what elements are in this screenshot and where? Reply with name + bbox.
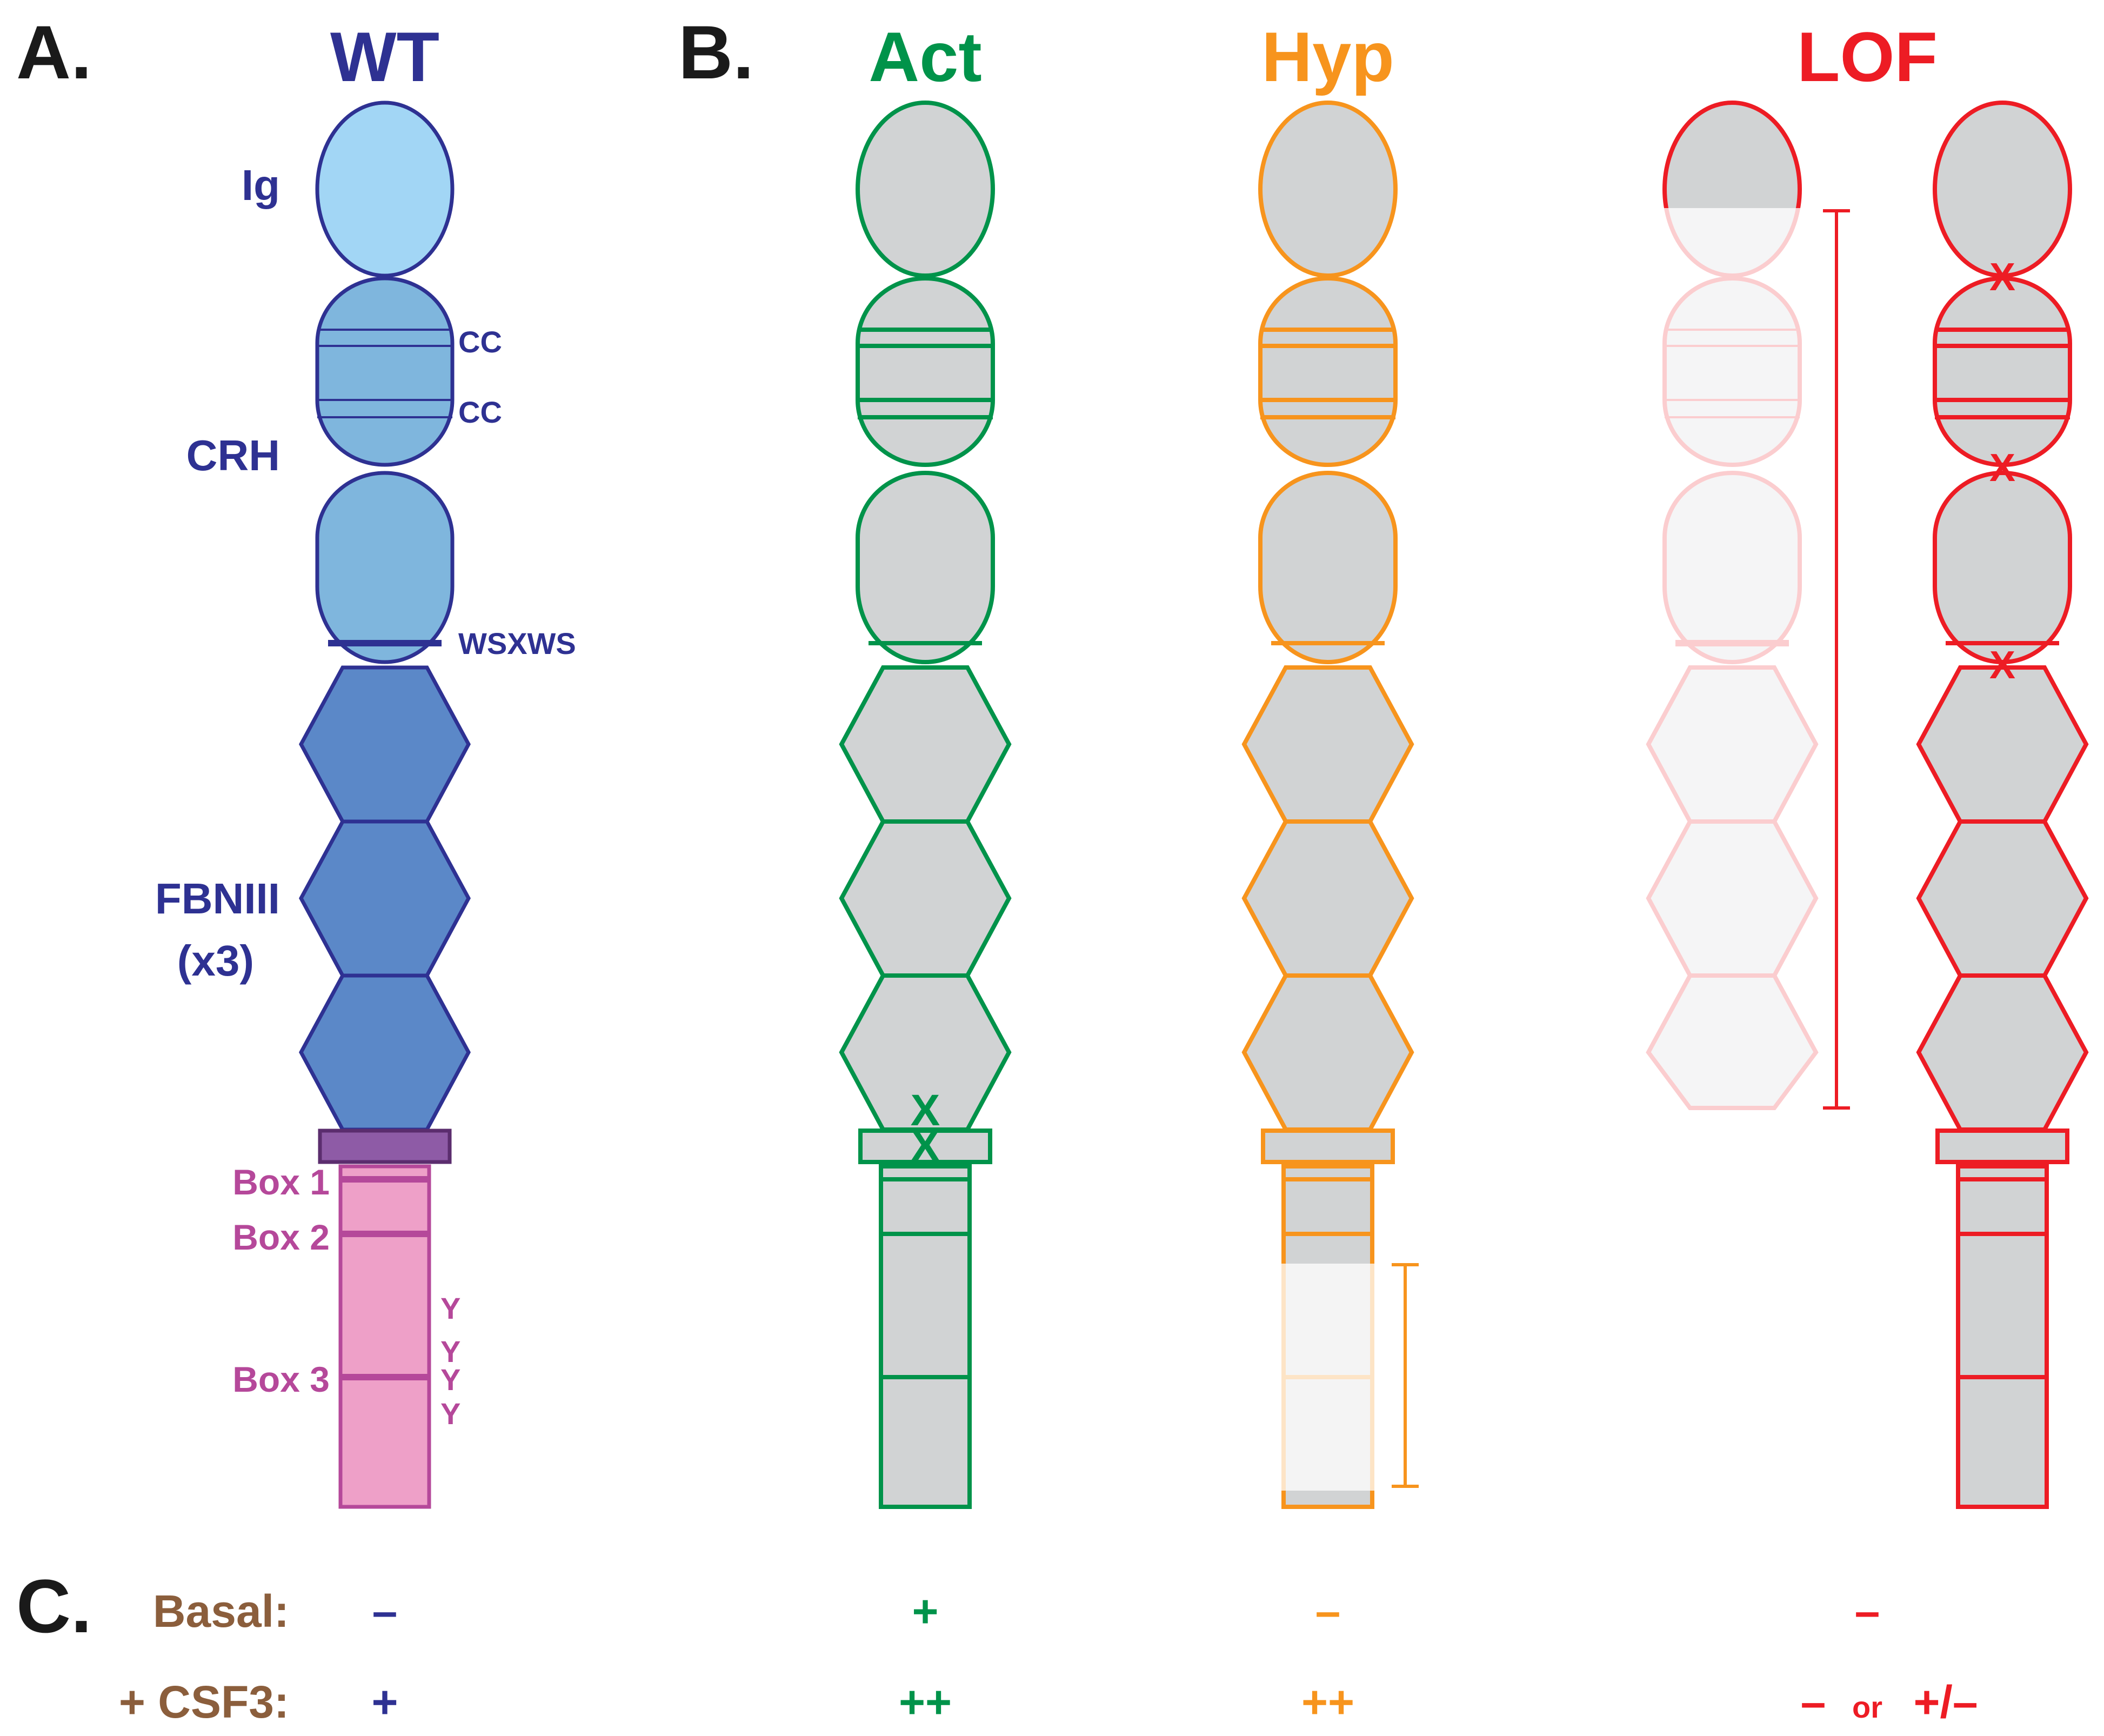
tyrosine-label-2: Y [440,1334,460,1368]
wt-domain-labels: Ig CRH CC CC WSXWS FBNIII (x3) [155,161,576,985]
act-mutation-x-1: X [911,1086,940,1135]
hyp-csf3-value: ++ [1301,1677,1354,1727]
cc-label-1: CC [458,325,502,359]
box1-label: Box 1 [232,1162,330,1202]
activity-row-labels: Basal: + CSF3: [119,1586,289,1727]
act-mutation-marks: X X [911,1086,940,1171]
fbniii-count-label: (x3) [177,937,254,985]
panel-label-a: A. [16,10,92,95]
wt-box-labels: Box 1 Box 2 Box 3 Y Y Y Y [232,1162,460,1431]
hyp-basal-value: – [1315,1586,1341,1637]
act-title: Act [869,17,981,96]
lof-csf3-value-or: or [1852,1690,1882,1724]
wsxws-label: WSXWS [458,626,576,660]
lof-mutation-marks: X X X [1989,256,2015,687]
act-basal-value: + [912,1586,938,1637]
lof-mutation-x-2: X [1989,446,2015,490]
wt-title: WT [330,17,439,96]
box3-label: Box 3 [232,1359,330,1399]
act-csf3-value: ++ [899,1677,952,1727]
box2-label: Box 2 [232,1217,330,1257]
lof-receptor [1919,103,2086,1507]
wt-fbniii-domain-1 [299,665,471,824]
cc-label-2: CC [458,395,502,429]
lof-mutation-x-3: X [1989,644,2015,687]
lof-truncation-bracket [1823,209,1850,1110]
panel-label-b: B. [678,10,754,95]
tyrosine-label-3: Y [440,1363,460,1397]
wt-basal-value: – [372,1586,398,1637]
lof-csf3-value-part2: +/– [1913,1677,1978,1727]
wt-cc-lines [317,329,452,418]
tyrosine-label-4: Y [440,1397,460,1431]
csf3-row-label: + CSF3: [119,1677,289,1727]
lof-csf3-value: – or +/– [1801,1677,1978,1727]
crh-label: CRH [186,431,280,479]
hyp-truncation-bracket [1392,1263,1419,1488]
wt-fbniii-domain-2 [299,819,471,978]
wt-fbniii-domain-3 [299,973,471,1132]
wt-receptor [299,101,471,1509]
wt-transmembrane-domain [318,1129,452,1164]
ig-label: Ig [242,161,280,209]
lof-truncation-fade [1643,208,1824,1116]
lof-title: LOF [1797,17,1938,96]
tyrosine-label-1: Y [440,1291,460,1325]
hyp-truncation-fade [1281,1264,1375,1491]
lof-basal-value: – [1855,1586,1880,1637]
wt-crh-domain-1 [315,276,455,467]
hyp-title: Hyp [1261,17,1394,96]
wt-csf3-value: + [371,1677,398,1727]
act-mutation-x-2: X [911,1121,940,1171]
lof-mutation-x-1: X [1989,256,2015,299]
wt-cytoplasmic-domain [338,1164,431,1509]
act-receptor [841,103,1009,1507]
wt-box-lines [340,1176,429,1380]
lof-csf3-value-part1: – [1801,1677,1826,1727]
wt-crh-domain-2 [315,471,455,664]
fbniii-label: FBNIII [155,874,280,923]
basal-row-label: Basal: [153,1586,289,1637]
panel-label-c: C. [16,1564,92,1648]
wt-ig-domain [315,101,455,278]
